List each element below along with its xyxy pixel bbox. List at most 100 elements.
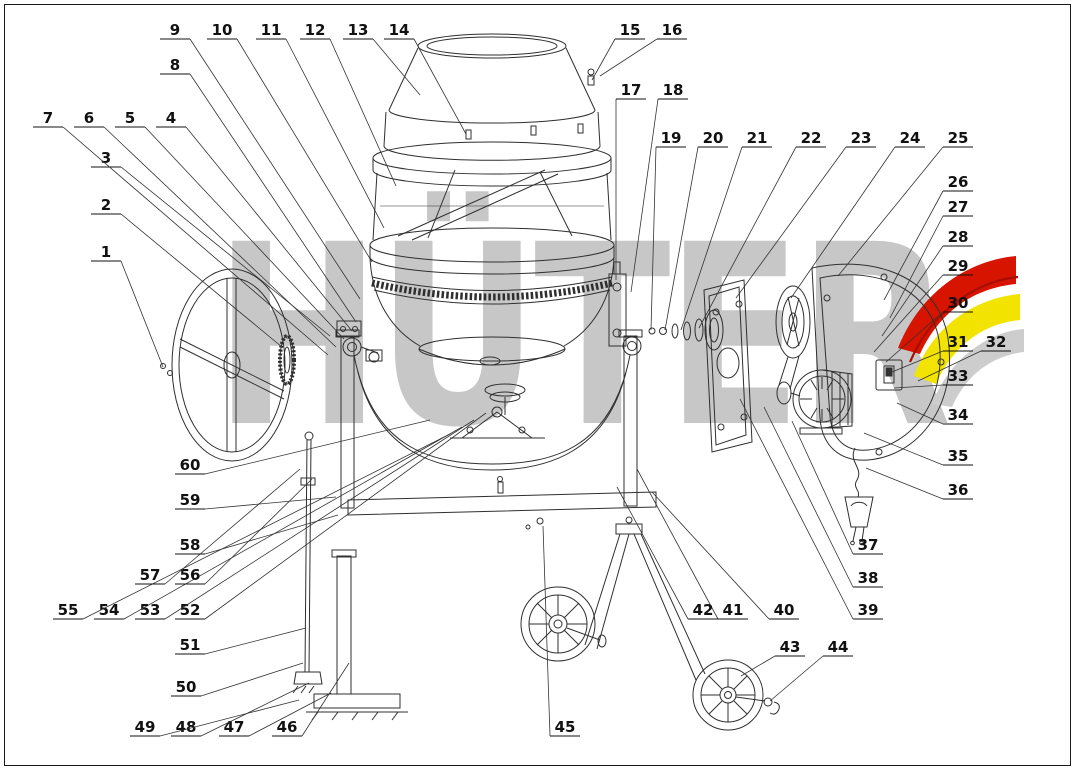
callout-leader-line [698,146,797,329]
drive-pulley [775,285,811,405]
callout-56: 56 [175,478,313,585]
callout-24: 24 [790,129,925,299]
callout-leader-line [599,38,658,77]
part-number-label: 2 [101,196,111,214]
callout-leader-line [735,146,847,299]
callout-leader-line [542,525,551,737]
callout-leader-line [650,146,657,331]
part-number-label: 15 [620,21,641,39]
part-number-label: 4 [166,109,176,127]
callout-30: 30 [885,294,973,363]
callout-17: 17 [615,81,646,280]
callout-leader-line [372,38,421,96]
callout-leader-line [636,468,719,620]
part-number-label: 40 [774,601,795,619]
callout-leader-line [917,350,982,382]
callout-35: 35 [863,432,973,466]
callout-40: 40 [651,491,799,620]
callout-6: 6 [74,109,337,348]
callout-leader-line [200,682,310,737]
callout-leader-line [204,478,313,585]
part-number-label: 8 [170,56,180,74]
callout-leader-line [301,662,350,737]
lock-lever [292,431,323,694]
callout-18: 18 [630,81,688,293]
part-number-label: 34 [948,406,969,424]
callout-leader-line [769,655,824,702]
callout-21: 21 [680,129,772,331]
part-number-label: 3 [101,149,111,167]
callout-15: 15 [591,21,645,81]
callout-45: 45 [542,525,580,737]
callout-42: 42 [616,486,718,620]
part-number-label: 59 [180,491,201,509]
callout-38: 38 [763,406,883,588]
part-number-label: 52 [180,601,201,619]
callout-leader-line [889,215,944,319]
drum-lower-ring [369,227,615,275]
part-number-label: 45 [555,718,576,736]
callout-48: 48 [171,682,310,737]
part-number-label: 25 [948,129,969,147]
callout-2: 2 [91,196,283,348]
part-number-label: 19 [661,129,682,147]
motor [790,369,853,435]
callout-12: 12 [300,21,397,187]
callout-39: 39 [739,398,883,620]
callout-25: 25 [837,129,973,277]
part-number-label: 38 [858,569,879,587]
callout-28: 28 [881,228,973,337]
callout-leader-line [763,406,854,588]
callout-1: 1 [91,243,164,368]
callout-49: 49 [130,699,300,737]
callout-leader-line [144,126,345,340]
callout-33: 33 [893,367,973,389]
callout-leader-line [159,699,300,737]
frame-right-post [618,329,643,507]
callout-7: 7 [33,109,329,356]
callout-29: 29 [873,257,973,353]
logo-gray-band [932,329,1024,407]
frame-beam [347,476,657,530]
part-number-label: 56 [180,566,201,584]
part-number-label: 9 [170,21,180,39]
power-plug [844,447,874,546]
part-number-label: 10 [212,21,233,39]
belt-cover [811,263,950,461]
callout-23: 23 [735,129,876,299]
callout-60: 60 [175,419,431,475]
part-number-label: 46 [277,718,298,736]
part-number-label: 55 [58,601,79,619]
callout-41: 41 [636,468,748,620]
part-number-label: 14 [389,21,410,39]
callout-8: 8 [160,56,357,323]
power-switch [875,359,903,391]
part-number-label: 17 [621,81,642,99]
callout-leader-line [885,311,944,363]
callout-16: 16 [599,21,687,77]
callout-leader-line [837,146,944,277]
callout-leader-line [896,402,944,425]
callout-19: 19 [650,129,686,331]
part-number-label: 30 [948,294,969,312]
part-number-label: 29 [948,257,969,275]
callout-leader-line [664,146,699,331]
callout-leader-line [891,350,944,373]
front-leg [306,549,408,721]
frame-cradle [353,354,631,471]
bowl-underside-gear [450,383,545,439]
drum-top-cone [383,33,601,161]
drum-upper-ring [372,141,612,187]
callout-leader-line [82,433,451,620]
callout-leader-line [865,467,944,500]
callout-leader-line [790,146,896,299]
part-number-label: 48 [176,718,197,736]
part-number-label: 33 [948,367,969,385]
callout-4: 4 [156,109,353,332]
callout-leader-line [285,38,385,229]
callout-leader-line [204,412,487,620]
callout-leader-line [248,692,332,737]
